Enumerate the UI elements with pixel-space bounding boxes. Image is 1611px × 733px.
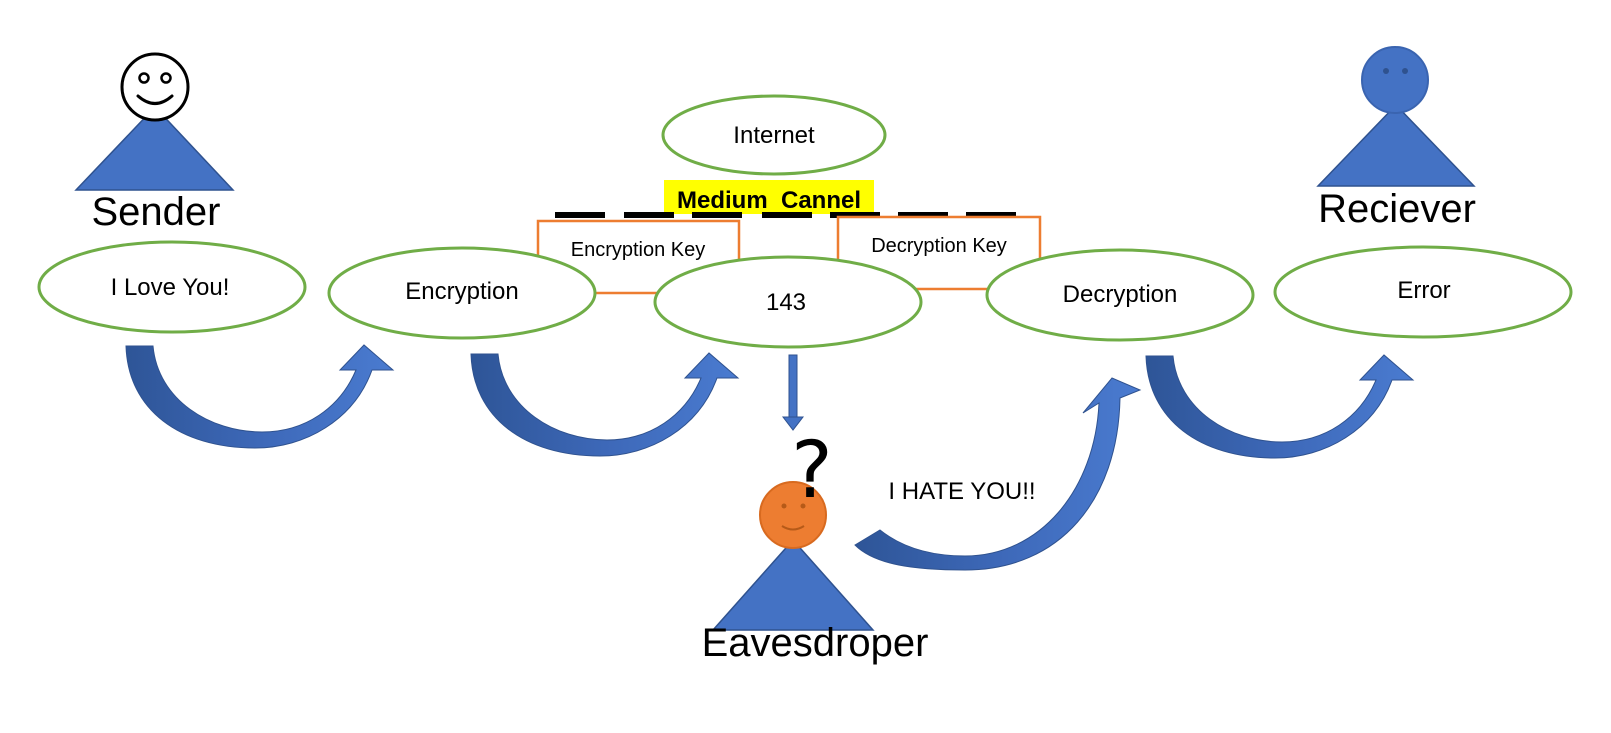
cipher-ellipse bbox=[653, 255, 923, 349]
cipher-label: 143 bbox=[766, 289, 806, 316]
encryption-label: Encryption bbox=[405, 278, 518, 305]
result-ellipse bbox=[1273, 245, 1573, 339]
channel-dash bbox=[830, 212, 880, 218]
curved-arrow-icon bbox=[1145, 354, 1415, 459]
interception-arrow-shaft bbox=[788, 354, 798, 418]
encryption-node: Encryption bbox=[327, 246, 597, 340]
question-mark-icon: ? bbox=[791, 426, 832, 516]
channel-dash bbox=[898, 212, 948, 218]
channel-label-highlight bbox=[664, 180, 874, 214]
sender-eye-right bbox=[160, 72, 172, 84]
encryption-key-label: Encryption Key bbox=[571, 239, 706, 261]
tampered-message-label: I HATE YOU!! bbox=[888, 478, 1035, 505]
medium-channel: Medium Cannel bbox=[555, 180, 1016, 218]
sender-eye-left bbox=[138, 72, 150, 84]
receiver-figure: Reciever bbox=[1316, 46, 1476, 231]
eavesdropper-eye-left bbox=[781, 503, 787, 509]
cipher-node: 143 bbox=[653, 255, 923, 349]
decryption-key-label: Decryption Key bbox=[871, 235, 1007, 257]
eavesdropper-body bbox=[711, 538, 875, 631]
eavesdropper-eye-right bbox=[800, 503, 806, 509]
channel-dash bbox=[966, 212, 1016, 218]
receiver-label: Reciever bbox=[1318, 187, 1476, 231]
channel-dash bbox=[555, 212, 605, 218]
encryption-ellipse bbox=[327, 246, 597, 340]
internet-node: Internet bbox=[661, 94, 887, 176]
eavesdropper-label: Eavesdroper bbox=[702, 621, 929, 665]
internet-label: Internet bbox=[733, 122, 815, 149]
sender-body bbox=[74, 105, 235, 191]
curved-arrow-icon bbox=[470, 352, 740, 457]
sender-label: Sender bbox=[92, 190, 221, 234]
arrow-down-icon bbox=[781, 416, 805, 431]
result-node: Error bbox=[1273, 245, 1573, 339]
smile-icon bbox=[136, 94, 174, 105]
receiver-eye-left bbox=[1383, 68, 1389, 74]
curved-arrow-icon bbox=[854, 377, 1142, 571]
receiver-head bbox=[1361, 46, 1429, 114]
decryption-label: Decryption bbox=[1063, 281, 1178, 308]
sender-figure: Sender bbox=[74, 52, 235, 234]
eavesdropper-figure: ? Eavesdroper bbox=[702, 426, 929, 665]
decryption-ellipse bbox=[985, 248, 1255, 342]
result-label: Error bbox=[1397, 277, 1450, 304]
decryption-node: Decryption bbox=[985, 248, 1255, 342]
channel-dash bbox=[692, 212, 742, 218]
receiver-body bbox=[1316, 103, 1476, 187]
channel-dashes bbox=[555, 212, 1016, 218]
sender-head bbox=[120, 52, 190, 122]
message-ellipse bbox=[37, 240, 307, 334]
curved-arrow-icon bbox=[125, 344, 395, 449]
eavesdropper-head bbox=[759, 481, 827, 549]
receiver-eye-right bbox=[1402, 68, 1408, 74]
channel-dash bbox=[762, 212, 812, 218]
internet-ellipse bbox=[661, 94, 887, 176]
channel-dash bbox=[624, 212, 674, 218]
message-node: I Love You! bbox=[37, 240, 307, 334]
interception-arrow bbox=[781, 354, 805, 431]
eavesdropper-mouth bbox=[781, 525, 805, 531]
flow-arrows bbox=[125, 344, 1415, 571]
channel-label: Medium Cannel bbox=[677, 187, 861, 214]
message-label: I Love You! bbox=[111, 274, 230, 301]
